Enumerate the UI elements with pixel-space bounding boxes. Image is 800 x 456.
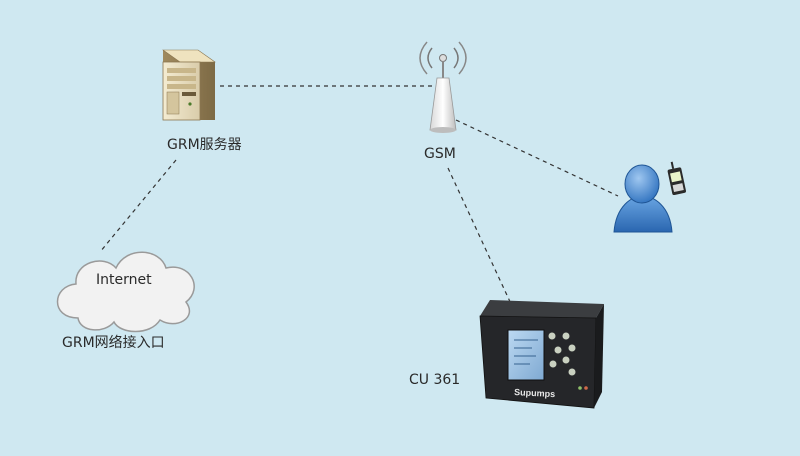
link-server-internet: [99, 159, 177, 253]
controller-device-icon: [479, 300, 604, 409]
antenna-tower-icon: [419, 41, 467, 133]
controller-label: CU 361: [409, 372, 461, 388]
internet-cloud-text: Internet: [96, 272, 152, 288]
link-gsm-user: [455, 119, 619, 197]
server-icon: [162, 49, 216, 121]
server-label: GRM服务器: [167, 137, 242, 153]
link-gsm-controller: [447, 167, 513, 307]
controller-brand: Supumps: [514, 387, 555, 399]
cloud-icon: [56, 251, 195, 333]
user-with-phone-icon: [613, 161, 686, 233]
links: [99, 85, 619, 307]
internet-label: GRM网络接入口: [62, 335, 165, 351]
gsm-label: GSM: [424, 146, 456, 162]
